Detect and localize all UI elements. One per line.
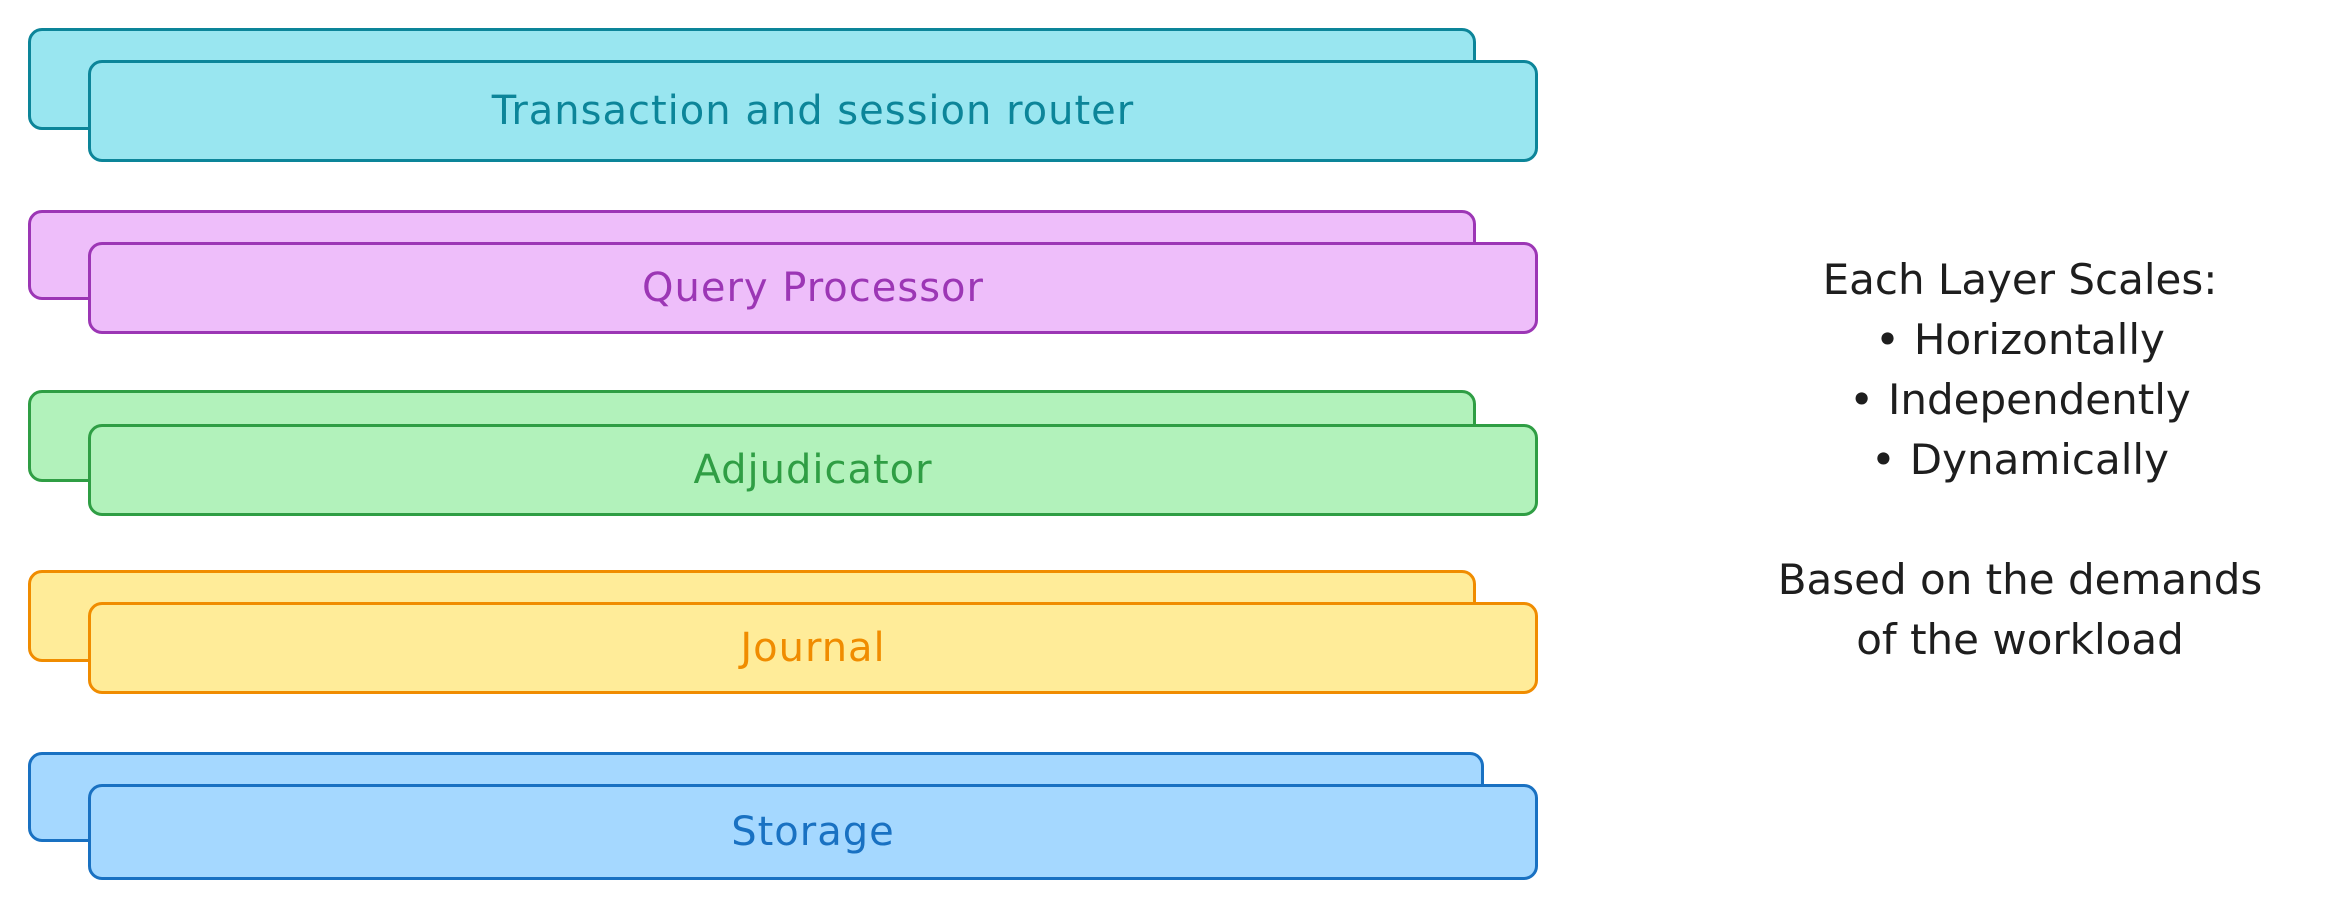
- bullet-icon: •: [1875, 315, 1900, 364]
- layer-front-box: Transaction and session router: [88, 60, 1538, 162]
- layer-label: Adjudicator: [693, 447, 933, 493]
- note-heading: Each Layer Scales:: [1822, 255, 2218, 304]
- note-bullet-text: Independently: [1888, 375, 2191, 424]
- layer-front-box: Query Processor: [88, 242, 1538, 334]
- note-bullet: • Dynamically: [1730, 430, 2310, 490]
- layer-front-box: Adjudicator: [88, 424, 1538, 516]
- layer-label: Storage: [731, 809, 895, 855]
- bullet-icon: •: [1849, 375, 1875, 424]
- layer-label: Journal: [740, 625, 886, 671]
- layer-front-box: Storage: [88, 784, 1538, 880]
- layer-storage: Storage: [28, 752, 1538, 882]
- layer-adjudicator: Adjudicator: [28, 390, 1538, 518]
- note-footer-line: of the workload: [1856, 615, 2184, 664]
- note-footer-line: Based on the demands: [1777, 555, 2263, 604]
- bullet-icon: •: [1871, 435, 1896, 484]
- layer-label: Query Processor: [642, 265, 984, 311]
- note-bullet: • Independently: [1730, 370, 2310, 430]
- layer-query-processor: Query Processor: [28, 210, 1538, 336]
- note-bullet: • Horizontally: [1730, 310, 2310, 370]
- layer-front-box: Journal: [88, 602, 1538, 694]
- scaling-note: Each Layer Scales: • Horizontally • Indepe…: [1730, 250, 2310, 670]
- layer-transaction-router: Transaction and session router: [28, 28, 1538, 164]
- layer-journal: Journal: [28, 570, 1538, 694]
- note-bullet-text: Horizontally: [1913, 315, 2165, 364]
- layer-label: Transaction and session router: [491, 88, 1135, 134]
- note-bullet-text: Dynamically: [1909, 435, 2169, 484]
- note-spacer: [1730, 490, 2310, 550]
